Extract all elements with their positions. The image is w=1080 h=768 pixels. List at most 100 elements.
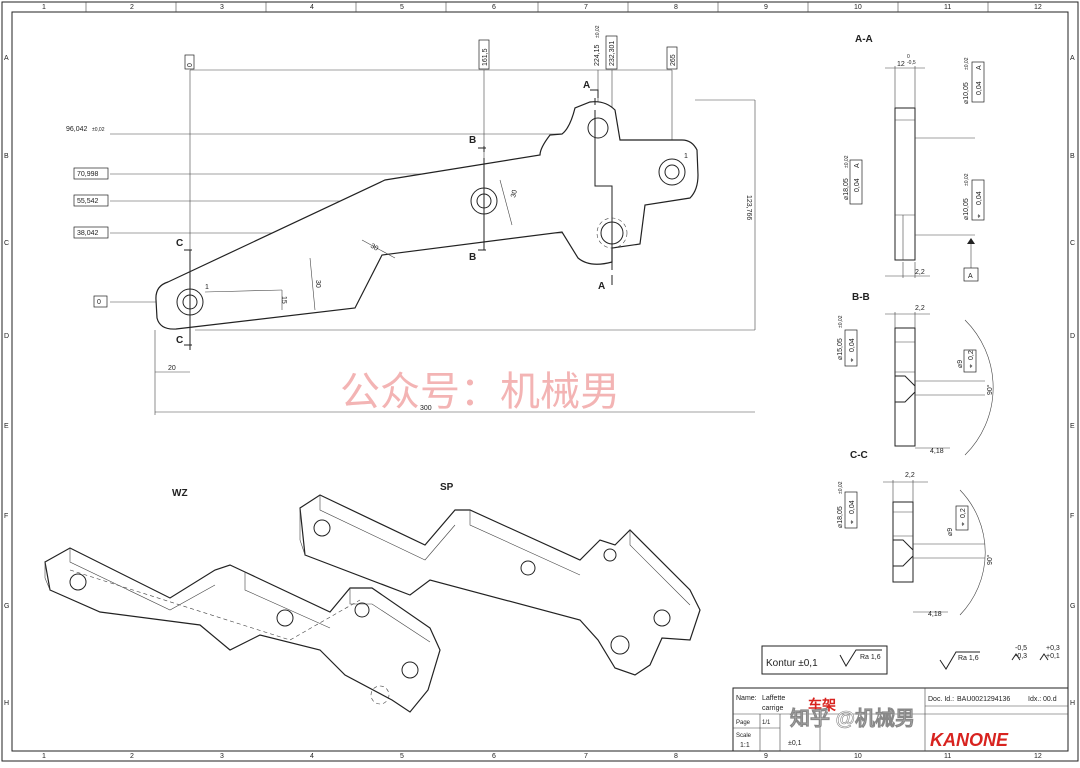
dim-inner: 30 [314,280,321,288]
idx-label: Idx.: [1028,696,1041,703]
angle: 90° [986,554,994,565]
section-label: C [176,335,183,346]
col-number: 3 [220,753,224,760]
dim-left: 38,042 [77,230,99,237]
row-letter: F [1070,513,1074,520]
section-aa: A-A 12 0 -0,5 ⌀10,05 ±0,02 0,04 A ⌀18,05… [843,34,985,282]
idx-value: 00.d [1043,696,1057,703]
tolerance-value: 0,2 [960,508,967,518]
datum: A [854,163,861,168]
tolerance: -0,3 [1015,653,1027,660]
row-letter: B [1070,153,1075,160]
tolerance-value: 0,04 [854,178,861,192]
part-name-cn: 车架 [808,697,836,713]
iso-view-sp: SP [299,482,701,676]
tolerance-symbol: ⌖ [960,522,967,526]
dim: 4,18 [930,448,944,455]
datum: A [968,273,973,280]
tolerance-value: 0,04 [976,81,983,95]
tolerance: -0,5 [1015,645,1027,652]
dim-tol: ±0,02 [838,315,844,328]
dim-tol: ±0,02 [844,155,850,168]
dim-bottom: 20 [168,365,176,372]
inner-frame [11,11,1069,752]
dim-left: 70,998 [77,171,99,178]
page-label: Page [736,720,751,726]
col-number: 12 [1034,4,1042,11]
dim-top: 224,15 [594,44,601,66]
dim: ⌀10,05 [963,198,970,220]
dim: 2,2 [915,269,925,276]
dim-tol: 0 [907,54,910,60]
dim-tol: ±0,02 [964,57,970,70]
col-number: 1 [42,753,46,760]
col-number: 7 [584,4,588,11]
dim-inner: 1 [684,153,688,160]
iso-view-wz: WZ [44,488,441,713]
col-number: 1 [42,4,46,11]
roughness: Ra 1,6 [958,655,979,662]
dim-tol: ±0,02 [92,127,105,133]
hole [658,158,686,186]
kontur-box: Kontur ±0,1 Ra 1,6 [761,645,888,675]
roughness: Ra 1,6 [860,654,881,661]
tolerance-symbol: ⌖ [849,358,856,362]
section-title: A-A [855,34,873,45]
col-number: 4 [310,753,314,760]
part-name: Laffette [762,695,785,702]
row-letter: H [1070,700,1075,707]
dim-left: 96,042 [66,126,88,133]
col-number: 10 [854,753,862,760]
doc-label: Doc. Id.: [928,696,954,703]
col-number: 6 [492,4,496,11]
surface-spec: Ra 1,6 -0,5 -0,3 +0,3 +0,1 [939,645,1060,670]
main-view: A A B B C C 0 161,5 224,15 ±0,02 232,301… [66,25,756,415]
col-number: 5 [400,753,404,760]
dim: ⌀18,05 [843,178,850,200]
col-number: 5 [400,4,404,11]
angle: 90° [986,384,994,395]
col-number: 12 [1034,753,1042,760]
dim-left: 55,542 [77,198,99,205]
col-number: 10 [854,4,862,11]
col-number: 9 [764,753,768,760]
row-letter: E [4,423,9,430]
dim-inner: 30 [369,243,379,253]
col-number: 6 [492,753,496,760]
dim-tol: -0,5 [907,60,916,66]
tolerance: +0,1 [1046,653,1060,660]
dim-right: 123,766 [745,195,752,220]
section-label: B [469,135,476,146]
col-number: 3 [220,4,224,11]
row-letter: E [1070,423,1075,430]
row-letter: D [4,333,9,340]
page-value: 1/1 [762,720,771,726]
row-letter: G [1070,603,1075,610]
dim-top: 232,301 [609,41,616,66]
section-label: B [469,252,476,263]
row-markers: A B C D E F G H A B C D E F G H [4,55,1075,707]
dim: ⌀9 [947,528,954,536]
hole [587,117,609,139]
tolerance-general: ±0,1 [788,740,802,747]
row-letter: H [4,700,9,707]
row-letter: B [4,153,9,160]
tolerance-value: 0,2 [968,350,975,360]
row-letter: D [1070,333,1075,340]
tolerance-symbol: ⌖ [976,214,983,218]
section-label: C [176,238,183,249]
tolerance-value: 0,04 [976,191,983,205]
row-letter: A [1070,55,1075,62]
dim: ⌀18,05 [837,506,844,528]
watermark: 公众号：机械男 [340,370,620,414]
col-number: 9 [764,4,768,11]
dim: 12 [897,61,905,68]
scale-value: 1:1 [740,742,750,749]
row-letter: A [4,55,9,62]
view-label-wz: WZ [172,488,188,499]
dim-tol: ±0,02 [964,173,970,186]
title-block: Name: Laffette carrige 车架 Page 1/1 Scale… [732,687,1069,752]
section-title: C-C [850,450,868,461]
view-label-sp: SP [440,482,454,493]
